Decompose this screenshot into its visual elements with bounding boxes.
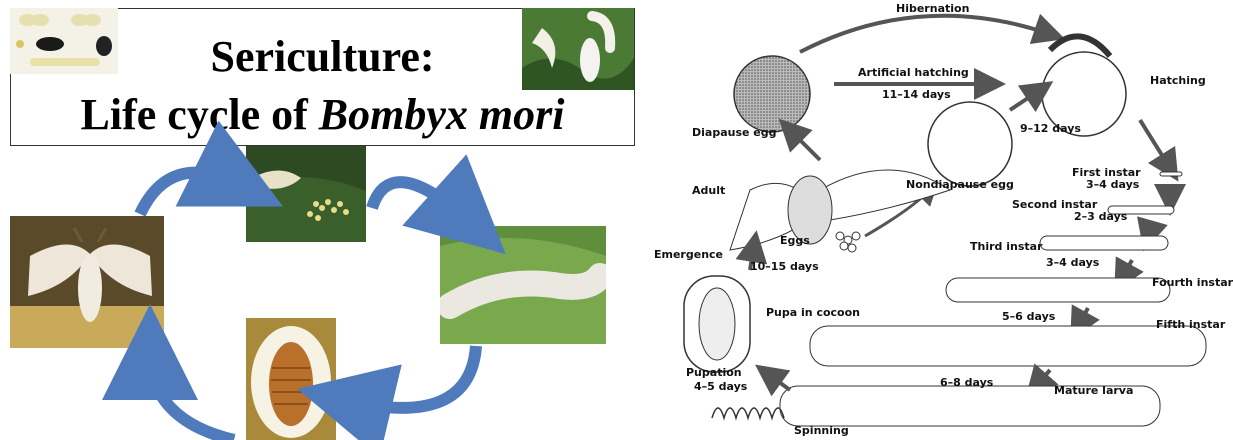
spinning-to-pupa-arrow [768, 374, 790, 390]
nondiapause-to-hatching-arrow [1010, 90, 1040, 110]
label-pupation: Pupation [686, 366, 742, 379]
diapause-egg-icon [734, 56, 810, 132]
second-to-third-arrow [1148, 222, 1152, 236]
arrow-top-to-right [372, 182, 470, 222]
label-6-8-days: 6–8 days [940, 376, 993, 389]
arrow-right-to-bottom [344, 346, 476, 408]
label-hibernation: Hibernation [896, 2, 969, 15]
label-10-15-days: 10–15 days [750, 260, 819, 273]
adult-to-diapause-arrow [790, 130, 820, 160]
pupa-drawing [699, 288, 735, 360]
label-pupation-days: 4–5 days [694, 380, 747, 393]
label-hatching: Hatching [1150, 74, 1206, 87]
label-fourth-days: 5–6 days [1002, 310, 1055, 323]
label-eggs: Eggs [780, 234, 810, 247]
fifth-to-mature-arrow [1036, 370, 1050, 386]
label-third-instar: Third instar [970, 240, 1043, 253]
label-diapause-egg: Diapause egg [692, 126, 777, 139]
first-instar-larva [1160, 172, 1182, 176]
label-adult: Adult [692, 184, 725, 197]
third-to-fourth-arrow [1122, 260, 1132, 278]
label-emergence: Emergence [654, 248, 723, 261]
hibernation-arrow [800, 16, 1050, 52]
label-mature-larva: Mature larva [1054, 384, 1133, 397]
nondiapause-egg-icon [928, 102, 1012, 186]
arrow-bottom-to-left [150, 352, 234, 440]
label-first-days: 3–4 days [1086, 178, 1139, 191]
fourth-instar-larva [946, 278, 1170, 302]
label-artificial-hatching: Artificial hatching [858, 66, 969, 79]
fourth-to-fifth-arrow [1078, 308, 1088, 326]
label-second-days: 2–3 days [1074, 210, 1127, 223]
label-9-12-days: 9–12 days [1020, 122, 1081, 135]
label-nondiapause-egg: Nondiapause egg [906, 178, 1014, 191]
cycle-arrows [0, 0, 640, 440]
hatching-to-first-arrow [1140, 120, 1170, 168]
third-instar-larva [1040, 236, 1168, 250]
fifth-instar-larva [810, 326, 1206, 366]
label-third-days: 3–4 days [1046, 256, 1099, 269]
label-artificial-days: 11–14 days [882, 88, 951, 101]
eggs-cluster-icon [836, 232, 860, 252]
spinning-silk-icon [712, 408, 784, 418]
label-spinning: Spinning [794, 424, 849, 437]
label-fifth-instar: Fifth instar [1156, 318, 1225, 331]
label-fourth-instar: Fourth instar [1152, 276, 1233, 289]
label-pupa-in-cocoon: Pupa in cocoon [766, 306, 860, 319]
arrow-left-to-top [140, 173, 240, 214]
